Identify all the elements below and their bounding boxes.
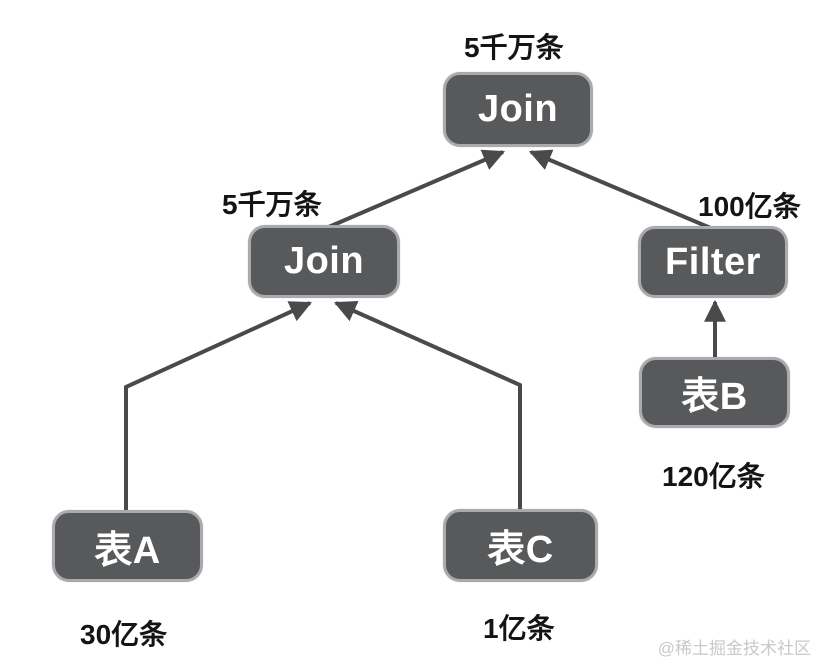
node-filter: Filter [638, 226, 788, 298]
watermark: @稀土掘金技术社区 [657, 639, 811, 658]
node-join-top: Join [443, 72, 593, 147]
annotation-table-b-rowcount: 120亿条 [662, 461, 765, 492]
node-join-top-label: Join [477, 88, 559, 130]
annotation-table-c-rowcount: 1亿条 [483, 613, 555, 644]
node-table-b-label: 表B [681, 376, 748, 418]
node-join-left-label: Join [283, 240, 365, 282]
node-table-c: 表C [443, 509, 598, 582]
annotation-join-left-rowcount: 5千万条 [222, 189, 322, 220]
node-table-a: 表A [52, 510, 203, 582]
annotation-table-a-rowcount: 30亿条 [80, 619, 168, 650]
edge-filter-to-jointop [528, 149, 714, 231]
annotation-join-top-rowcount: 5千万条 [464, 32, 564, 63]
node-filter-label: Filter [665, 240, 761, 283]
node-table-b: 表B [639, 357, 790, 428]
node-table-c-label: 表C [487, 529, 554, 571]
node-join-left: Join [248, 225, 400, 298]
edge-tablec-to-joinleft [333, 301, 522, 512]
edge-tablea-to-joinleft [124, 301, 313, 512]
node-table-a-label: 表A [94, 529, 161, 572]
annotation-filter-rowcount: 100亿条 [698, 191, 801, 222]
edge-joinleft-to-jointop [323, 149, 506, 231]
